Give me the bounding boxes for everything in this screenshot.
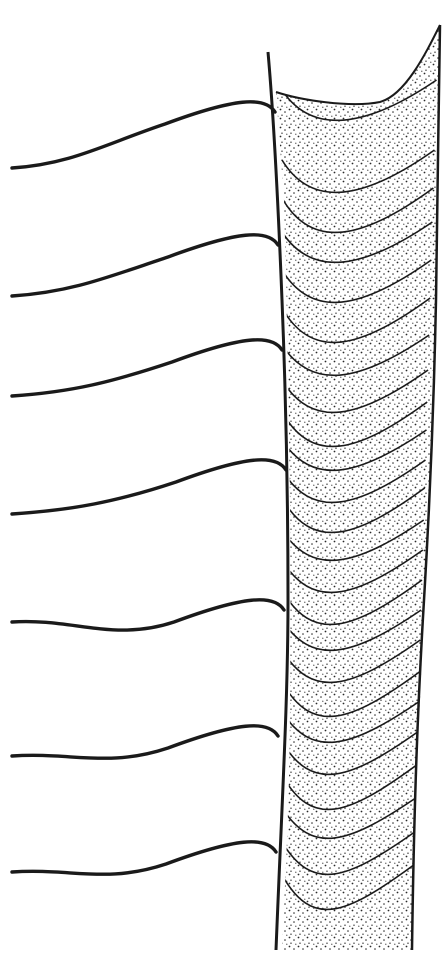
side-branch [12, 726, 278, 758]
side-branch [12, 235, 278, 296]
side-branch [12, 600, 284, 630]
side-branch [12, 340, 282, 396]
side-branch [12, 102, 275, 168]
side-branch [12, 460, 286, 514]
side-branches [12, 102, 286, 874]
side-branch [12, 842, 276, 874]
